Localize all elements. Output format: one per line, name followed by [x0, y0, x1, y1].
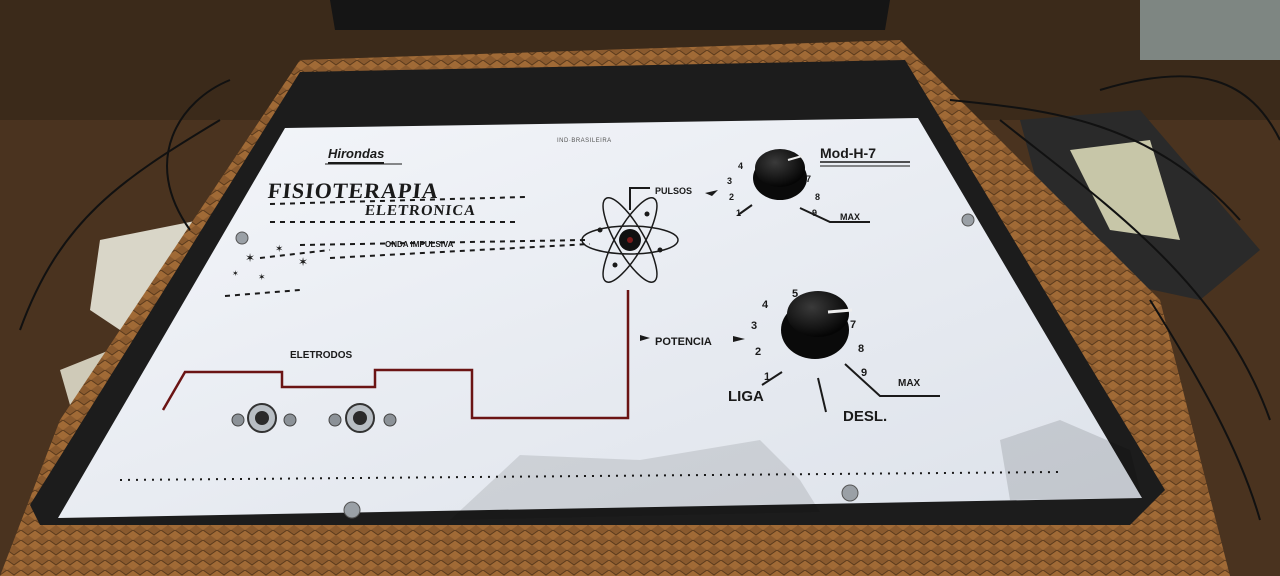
potencia-scale-number: 5	[792, 288, 799, 300]
pulsos-scale-number: 4	[738, 161, 744, 171]
potencia-scale-number: 9	[861, 367, 868, 379]
title-line-1: FISIOTERAPIA	[266, 178, 441, 203]
potencia-label: POTENCIA	[655, 336, 712, 348]
pulsos-scale-number: 2	[729, 192, 735, 202]
potencia-knob	[781, 291, 853, 359]
svg-text:✶: ✶	[275, 244, 283, 255]
potencia-scale-number: 4	[762, 299, 769, 311]
pulsos-scale-number: 8	[815, 192, 821, 202]
eletrodos-label: ELETRODOS	[290, 350, 353, 361]
desl-label: DESL.	[843, 408, 888, 425]
pulsos-scale-number: 3	[727, 176, 733, 186]
potencia-max-label: MAX	[898, 378, 921, 389]
pulsos-knob	[753, 149, 807, 200]
electrode-jack-right	[328, 403, 397, 433]
potencia-scale-number: 7	[850, 319, 857, 331]
pulsos-scale-number: 9	[812, 208, 818, 218]
liga-label: LIGA	[728, 388, 764, 405]
svg-text:✶: ✶	[258, 273, 266, 283]
pulsos-label: PULSOS	[655, 186, 693, 196]
pulsos-scale-number: 1	[736, 208, 742, 218]
screw-icon	[235, 213, 975, 519]
brand-logo: Hirondas	[328, 146, 385, 164]
potencia-scale-number: 2	[755, 346, 762, 358]
model-label: Mod-H-7	[820, 145, 876, 161]
svg-text:✶: ✶	[232, 269, 239, 278]
pulsos-scale-number: 7	[806, 174, 812, 184]
pulsos-max-label: MAX	[840, 212, 860, 222]
electrode-jack-left	[231, 403, 297, 433]
manufacturer-text: IND·BRASILEIRA	[557, 138, 612, 144]
onda-label: ONDA IMPULSIVA	[385, 240, 454, 249]
svg-text:✶: ✶	[245, 251, 255, 265]
atom-icon	[581, 197, 679, 283]
title-line-2: ELETRONICA	[364, 203, 477, 219]
svg-text:✶: ✶	[298, 255, 308, 269]
potencia-scale-number: 3	[751, 320, 758, 332]
potencia-scale-number: 8	[858, 343, 865, 355]
potencia-scale-number: 1	[764, 371, 771, 383]
